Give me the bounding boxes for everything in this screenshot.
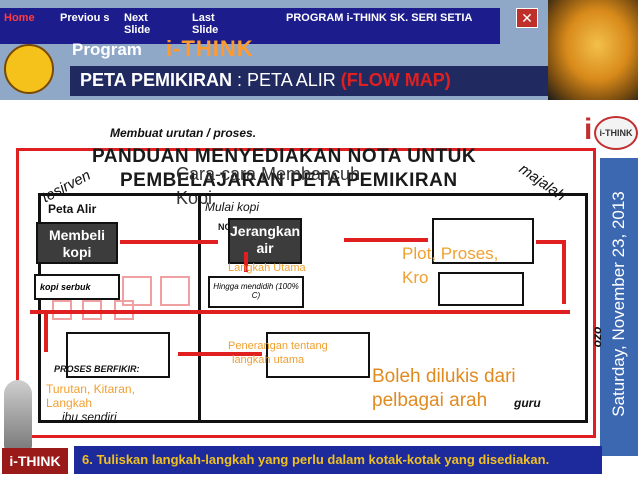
nav-bar: Home Previou s Next Slide Last Slide PRO…: [0, 8, 500, 44]
turutan-label-line2: Langkah: [46, 396, 93, 410]
kro-label: Kro: [402, 268, 429, 287]
proses-box: [66, 332, 170, 378]
title-flow-map: FLOW MAP: [346, 70, 445, 90]
panduan-heading-line2: PEMBELAJARAN PETA PEMIKIRAN: [120, 170, 458, 191]
mulai-label: Mulai kopi: [205, 200, 260, 214]
penerangan-label-line1: Penerangan tentang: [228, 340, 328, 352]
penerangan-label-line2: langkah utama: [232, 354, 305, 366]
footer-bar: [74, 446, 602, 474]
turutan-label-line1: Turutan, Kitaran,: [46, 382, 135, 396]
program-label: Program: [72, 40, 142, 59]
title-band: [70, 66, 548, 96]
guru-label: guru: [514, 396, 541, 410]
title-colon: :: [232, 70, 248, 90]
flow-step-jerangkan-air: Jerangkan air: [228, 218, 302, 264]
flow-arrow: [178, 352, 262, 356]
ibu-sendiri-label: ibu sendiri: [62, 410, 117, 424]
cara-title: Cara-cara Membancuh: [176, 164, 361, 184]
red-frame: [16, 148, 596, 438]
person-figure: [4, 380, 32, 450]
title-peta-pemikiran: PETA PEMIKIRAN: [80, 70, 233, 90]
boleh-dilukis-line1: Boleh dilukis dari: [372, 366, 516, 387]
i-letter-icon: i: [584, 113, 593, 146]
ithink-footer-logo: i-THINK: [2, 448, 68, 474]
frame-divider: [198, 193, 201, 423]
flow-step-empty: [432, 218, 534, 264]
previous-slide-button[interactable]: Previou s: [60, 12, 110, 24]
substep-placeholder: [122, 276, 152, 306]
substep-placeholder: [160, 276, 190, 306]
title-paren-close: ): [444, 70, 451, 90]
substep-empty: [438, 272, 524, 306]
title-peta-alir: PETA ALIR: [247, 70, 336, 90]
ithink-badge: i-THINK: [594, 116, 638, 150]
flow-step-membeli-kopi: Membeli kopi: [36, 222, 118, 264]
langkah-utama-label: Langkah Utama: [228, 262, 306, 274]
flow-arrow: [536, 240, 564, 244]
date-bar: [600, 158, 638, 456]
proses-berfikir-label: PROSES BERFIKIR:: [54, 364, 140, 374]
flow-arrow: [562, 240, 566, 304]
panduan-heading-line1: PANDUAN MENYEDIAKAN NOTA UNTUK: [92, 146, 477, 167]
peta-alir-label: Peta Alir: [48, 202, 97, 216]
footer-instruction: 6. Tuliskan langkah-langkah yang perlu d…: [82, 452, 550, 467]
date-label: Saturday, November 23, 2013: [609, 191, 628, 417]
substep-hingga-mendidih: Hingga mendidih (100% C): [208, 276, 304, 308]
flow-map-frame: [38, 193, 588, 423]
flow-arrow: [244, 252, 248, 272]
plot-proses-label: Plot, Proses,: [402, 244, 499, 263]
substep-kopi-serbuk: kopi serbuk: [34, 274, 120, 300]
flow-arrow: [120, 240, 218, 244]
slide-title: PETA PEMIKIRAN : PETA ALIR (FLOW MAP): [80, 70, 451, 91]
home-button[interactable]: Home: [4, 12, 35, 24]
penerangan-box: [266, 332, 370, 378]
ithink-logo: i-THINK: [166, 36, 254, 61]
next-slide-button[interactable]: Next Slide: [124, 12, 151, 36]
program-title: PROGRAM i-THINK SK. SERI SETIA: [286, 12, 473, 24]
close-icon[interactable]: ✕: [516, 8, 538, 28]
subtitle: Membuat urutan / proses.: [110, 126, 257, 140]
ozo-label: ozo: [591, 326, 606, 348]
flow-arrow: [30, 310, 570, 314]
last-slide-button[interactable]: Last Slide: [192, 12, 219, 36]
flow-arrow: [344, 238, 428, 242]
school-seal-icon: [4, 44, 54, 94]
title-paren-open: (: [335, 70, 347, 90]
brain-image: [548, 0, 638, 100]
flow-arrow: [44, 312, 48, 352]
boleh-dilukis-line2: pelbagai arah: [372, 390, 488, 411]
